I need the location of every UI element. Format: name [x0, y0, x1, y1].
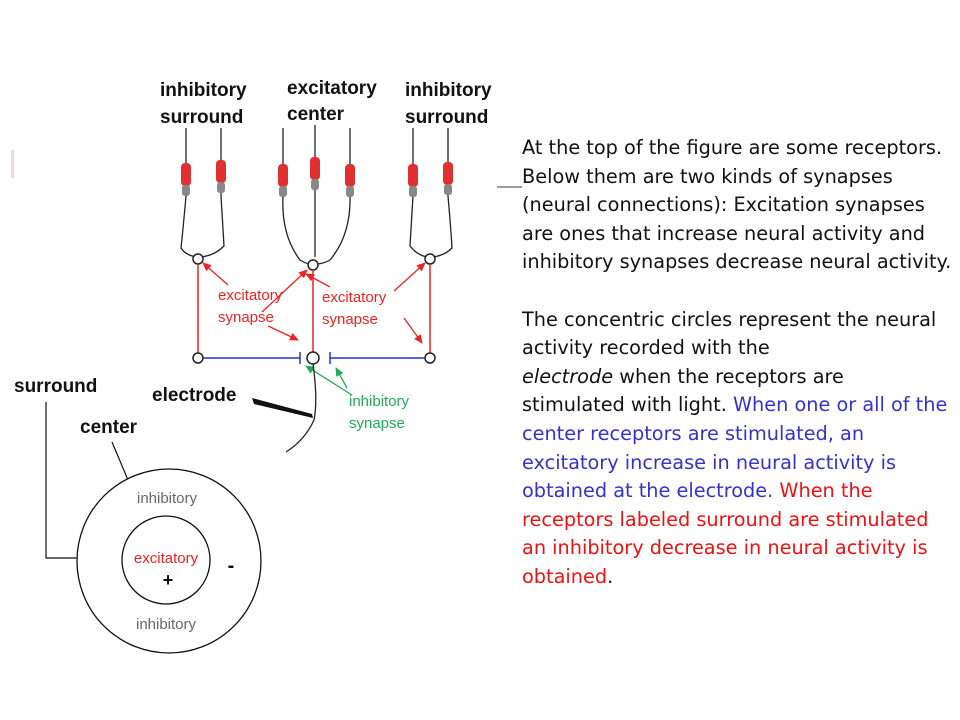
- paragraph-gap: [522, 277, 952, 306]
- description-paragraph-2: The concentric circles represent the neu…: [522, 306, 952, 592]
- p2-electrode-italic: electrode: [522, 364, 614, 388]
- ganglion-cells: [192, 351, 436, 365]
- inhibitory-synapse-arrows: [305, 365, 353, 396]
- label-middle-top-line1: excitatory: [287, 78, 377, 99]
- svg-text:excitatory: excitatory: [322, 289, 387, 306]
- svg-text:center: center: [287, 104, 345, 125]
- field-outer-bottom-label: inhibitory: [136, 616, 197, 633]
- svg-text:center: center: [80, 417, 138, 438]
- svg-text:surround: surround: [14, 376, 97, 397]
- electrode-icon: [252, 398, 313, 418]
- receptor-bodies: [181, 157, 453, 197]
- inhibitory-connections: [203, 352, 425, 364]
- svg-text:inhibitory: inhibitory: [136, 616, 197, 633]
- description-text: At the top of the figure are some recept…: [522, 134, 952, 592]
- field-minus-sign: -: [228, 555, 235, 577]
- svg-text:+: +: [163, 570, 174, 590]
- svg-text:surround: surround: [160, 107, 243, 128]
- p2-surround-explanation: When the receptors labeled surround are …: [522, 479, 929, 588]
- svg-text:inhibitory: inhibitory: [405, 80, 492, 101]
- label-electrode: electrode: [152, 385, 236, 406]
- excitatory-pathways: [197, 264, 431, 353]
- stray-mark: [11, 150, 14, 178]
- field-plus-sign: +: [163, 570, 174, 590]
- label-center: center: [80, 417, 138, 438]
- excitatory-arrows: [202, 262, 426, 344]
- field-inner-label: excitatory: [134, 550, 199, 567]
- svg-text:inhibitory: inhibitory: [349, 393, 410, 410]
- svg-text:surround: surround: [405, 107, 488, 128]
- svg-text:synapse: synapse: [218, 309, 274, 326]
- receptive-field-center: [121, 515, 211, 605]
- label-inhibitory-synapse-line1: inhibitory: [349, 393, 410, 410]
- field-outer-top-label: inhibitory: [137, 490, 198, 507]
- label-right-top-line2: surround: [405, 107, 488, 128]
- label-excitatory-synapse-left-line2: synapse: [218, 309, 274, 326]
- ganglion-axon: [285, 363, 317, 453]
- label-right-top-line1: inhibitory: [405, 80, 492, 101]
- svg-text:electrode: electrode: [152, 385, 236, 406]
- bipolar-cells: [192, 253, 436, 271]
- label-left-top-line2: surround: [160, 107, 243, 128]
- label-inhibitory-synapse-line2: synapse: [349, 415, 405, 432]
- svg-text:excitatory: excitatory: [134, 550, 199, 567]
- p2-start: The concentric circles represent the neu…: [522, 307, 937, 360]
- svg-text:-: -: [228, 555, 235, 577]
- svg-text:synapse: synapse: [349, 415, 405, 432]
- label-surround: surround: [14, 376, 97, 397]
- label-excitatory-synapse-right-line2: synapse: [322, 311, 378, 328]
- svg-text:inhibitory: inhibitory: [160, 80, 247, 101]
- svg-text:excitatory: excitatory: [287, 78, 377, 99]
- label-middle-top-line2: center: [287, 104, 345, 125]
- p2-rest: when the receptors are stimulated with l…: [522, 364, 844, 417]
- svg-text:inhibitory: inhibitory: [137, 490, 198, 507]
- p2-center-explanation: When one or all of the center receptors …: [522, 393, 948, 503]
- label-left-top-line1: inhibitory: [160, 80, 247, 101]
- description-paragraph-1: At the top of the figure are some recept…: [522, 136, 952, 274]
- label-excitatory-synapse-left-line1: excitatory: [218, 287, 283, 304]
- svg-text:excitatory: excitatory: [218, 287, 283, 304]
- svg-text:synapse: synapse: [322, 311, 378, 328]
- label-excitatory-synapse-right-line1: excitatory: [322, 289, 387, 306]
- p2-end: .: [607, 564, 614, 588]
- receptor-group-middle: [282, 125, 351, 265]
